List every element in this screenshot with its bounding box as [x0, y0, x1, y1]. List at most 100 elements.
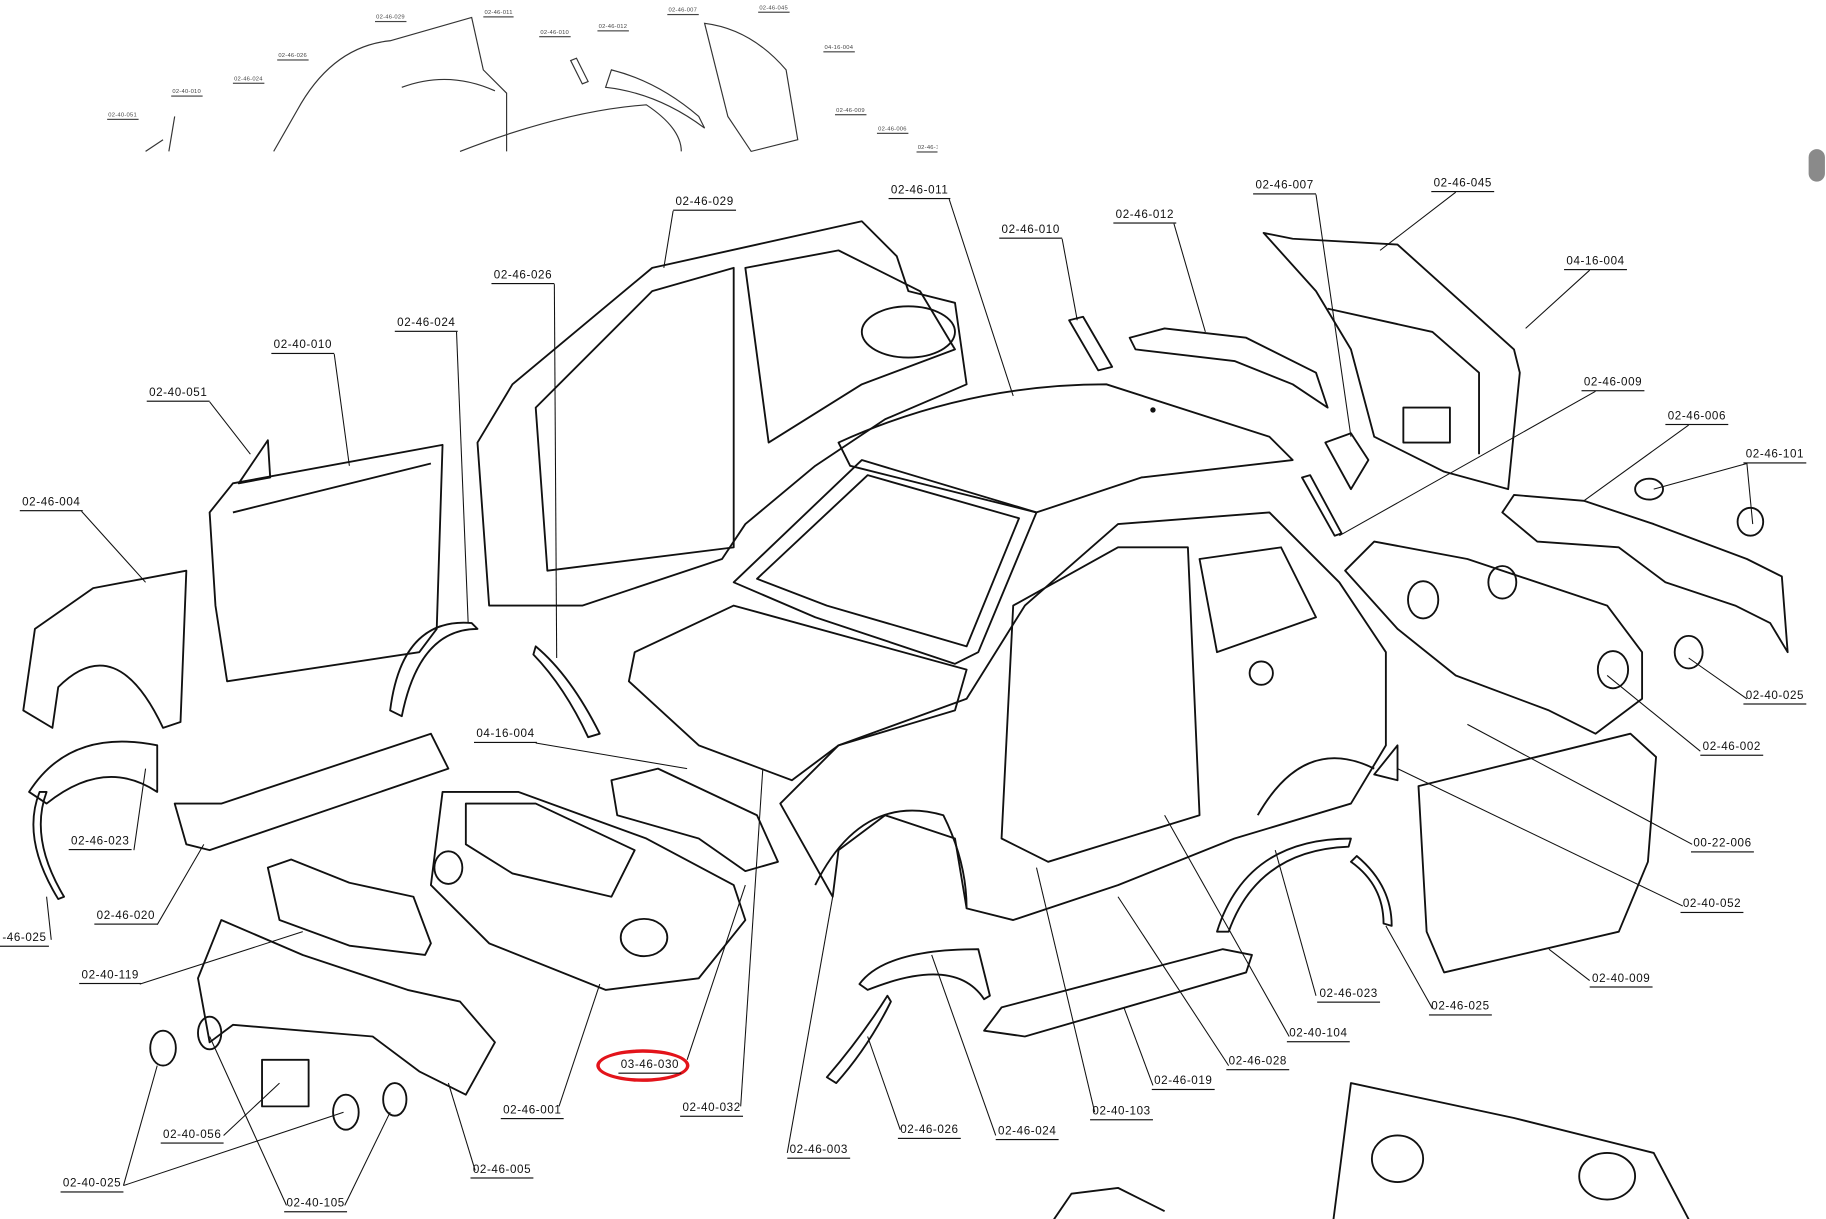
leader-line	[553, 284, 558, 659]
thumb-label[interactable]: 02-46-012	[597, 23, 629, 32]
part-label-02-46-003[interactable]: 02-46-003	[787, 1144, 851, 1159]
side-sill-part	[173, 732, 450, 852]
part-label-02-46-024[interactable]: 02-46-024	[995, 1125, 1059, 1141]
leader-line	[122, 1065, 158, 1186]
leader-line	[1339, 390, 1596, 537]
thumb-label[interactable]: 02-46-045	[758, 4, 790, 13]
part-label-02-46-028[interactable]: 02-46-028	[1226, 1055, 1290, 1071]
leader-line	[1274, 850, 1317, 996]
thumb-label[interactable]: 02-46-010	[539, 29, 571, 38]
part-label-04-16-004[interactable]: 04-16-004	[473, 728, 537, 744]
thumb-label[interactable]: 02-46-007	[667, 6, 699, 16]
thumbnail-drawing	[145, 16, 799, 153]
part-label-02-46-004[interactable]: 02-46-004	[19, 496, 83, 512]
highlight-circle	[596, 1049, 690, 1082]
leader-line	[1548, 948, 1590, 982]
leader-line	[1688, 657, 1748, 700]
leader-line	[1164, 814, 1290, 1037]
leader-line	[1035, 867, 1096, 1113]
rear-bumper-part	[1344, 540, 1644, 735]
part-label-02-46-024[interactable]: 02-46-024	[394, 317, 458, 332]
part-label-02-46-001[interactable]: 02-46-001	[500, 1104, 564, 1120]
part-label-02-40-052[interactable]: 02-40-052	[1680, 898, 1744, 914]
thumb-label[interactable]: 02-46-011	[483, 9, 514, 18]
thumb-label[interactable]: 02-46-026	[277, 52, 309, 61]
part-label-02-46-025[interactable]: -46-025	[0, 932, 49, 947]
part-label-02-46-026[interactable]: 02-46-026	[897, 1124, 961, 1139]
part-label-02-46-005[interactable]: 02-46-005	[470, 1163, 534, 1179]
rear-lower-panel-part	[197, 919, 496, 1096]
part-label-02-40-009[interactable]: 02-40-009	[1589, 972, 1653, 988]
leader-line	[948, 198, 1014, 397]
leader-line	[686, 884, 746, 1060]
part-label-02-46-020[interactable]: 02-46-020	[94, 910, 158, 925]
part-label-02-40-104[interactable]: 02-40-104	[1286, 1027, 1350, 1043]
leader-line	[223, 1082, 280, 1136]
leader-line	[740, 768, 764, 1107]
leader-line	[931, 954, 997, 1136]
leader-line	[1061, 238, 1078, 321]
part-label-02-40-119[interactable]: 02-40-119	[79, 969, 142, 985]
leader-line	[139, 931, 303, 985]
leader-line	[1397, 768, 1684, 907]
leader-line	[1315, 194, 1352, 437]
part-label-02-40-105[interactable]: 02-40-105	[284, 1197, 348, 1213]
part-label-02-46-007[interactable]: 02-46-007	[1253, 179, 1317, 195]
part-label-02-40-032[interactable]: 02-40-032	[680, 1102, 744, 1117]
part-label-02-40-010[interactable]: 02-40-010	[271, 339, 335, 355]
leader-line	[1583, 424, 1689, 502]
thumb-label[interactable]: 02-46-009	[835, 107, 867, 116]
right-sill-part	[983, 948, 1253, 1038]
part-label-02-40-025[interactable]: 02-40-025	[60, 1177, 124, 1193]
part-label-03-46-030-highlighted[interactable]: 03-46-030	[618, 1059, 682, 1074]
part-label-02-46-019[interactable]: 02-46-019	[1151, 1075, 1215, 1091]
part-label-02-46-010[interactable]: 02-46-010	[999, 224, 1063, 239]
part-label-02-46-023[interactable]: 02-46-023	[68, 835, 132, 851]
thumb-label[interactable]: 02-40-051	[107, 111, 139, 120]
left-door-part	[208, 443, 444, 683]
part-label-02-40-025[interactable]: 02-40-025	[1743, 689, 1807, 705]
vertical-scrollbar-thumb[interactable]	[1808, 149, 1825, 182]
windshield-frame-part	[732, 459, 1038, 665]
leader-line	[81, 510, 146, 583]
leader-line	[209, 401, 251, 455]
thumb-label[interactable]: 02-46-101	[916, 144, 938, 153]
thumb-label[interactable]: 04-16-004	[823, 44, 855, 53]
thumb-label[interactable]: 02-40-010	[171, 88, 203, 97]
leader-line	[447, 1082, 476, 1171]
leader-line	[1385, 925, 1433, 1009]
leader-line	[786, 896, 834, 1154]
leader-line	[133, 768, 147, 851]
leader-lines	[46, 191, 1754, 1206]
part-label-00-22-006[interactable]: 00-22-006	[1690, 837, 1754, 853]
thumb-label[interactable]: 02-46-006	[876, 125, 908, 134]
part-label-02-46-026[interactable]: 02-46-026	[491, 269, 555, 285]
part-label-02-46-006[interactable]: 02-46-006	[1665, 410, 1729, 426]
leader-line	[333, 353, 350, 466]
part-label-02-46-045[interactable]: 02-46-045	[1431, 177, 1495, 193]
part-label-02-46-009[interactable]: 02-46-009	[1581, 376, 1645, 392]
thumb-label[interactable]: 02-46-024	[232, 75, 264, 84]
thumb-label[interactable]: 02-46-029	[375, 13, 406, 23]
part-label-02-46-025[interactable]: 02-46-025	[1428, 1000, 1492, 1016]
leader-line	[1606, 675, 1701, 752]
part-label-02-46-012[interactable]: 02-46-012	[1113, 208, 1177, 224]
part-label-02-46-101[interactable]: 02-46-101	[1743, 448, 1807, 464]
part-label-02-40-056[interactable]: 02-40-056	[160, 1128, 224, 1144]
tailgate-part	[1262, 231, 1521, 491]
part-label-02-46-029[interactable]: 02-46-029	[673, 196, 737, 211]
part-label-02-40-051[interactable]: 02-40-051	[146, 387, 210, 402]
front-bumper-part	[429, 790, 747, 991]
part-label-02-46-023[interactable]: 02-46-023	[1317, 988, 1381, 1003]
leader-line	[344, 1111, 391, 1206]
leader-line	[535, 742, 688, 770]
part-label-02-40-103[interactable]: 02-40-103	[1090, 1105, 1154, 1121]
leader-line	[1123, 1007, 1154, 1086]
roof-part	[837, 383, 1294, 514]
part-label-04-16-004[interactable]: 04-16-004	[1564, 255, 1628, 271]
part-label-02-46-002[interactable]: 02-46-002	[1700, 741, 1764, 756]
diagram-thumbnail-strip: 02-46-029 02-46-011 02-46-010 02-46-012 …	[99, 0, 938, 154]
part-label-02-46-011[interactable]: 02-46-011	[888, 184, 951, 200]
